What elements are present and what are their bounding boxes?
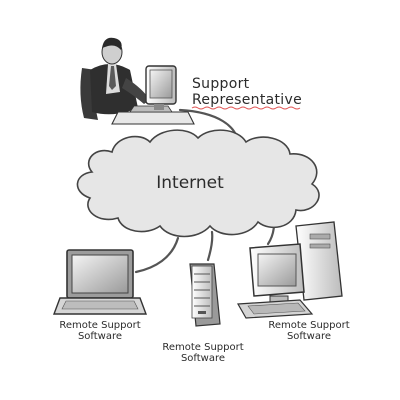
cloud-label: Internet	[156, 173, 224, 193]
spellcheck-underline	[191, 106, 301, 110]
laptop-label-line2: Software	[78, 331, 122, 342]
link-cloud-server	[206, 230, 214, 262]
desktop-label-line2: Software	[287, 331, 331, 342]
support-person-icon	[80, 37, 195, 125]
support-label-line2: Representative	[192, 92, 302, 108]
cloud-icon	[76, 129, 320, 238]
desktop-computer-icon	[237, 221, 343, 319]
support-label-line1: Support	[192, 76, 250, 92]
desktop-label-line1: Remote Support	[268, 320, 349, 331]
server-label-line2: Software	[181, 353, 225, 364]
laptop-label-line1: Remote Support	[59, 320, 140, 331]
server-tower-icon	[189, 263, 221, 327]
server-label-line1: Remote Support	[162, 342, 243, 353]
laptop-icon	[52, 249, 148, 315]
link-cloud-laptop	[134, 236, 180, 274]
